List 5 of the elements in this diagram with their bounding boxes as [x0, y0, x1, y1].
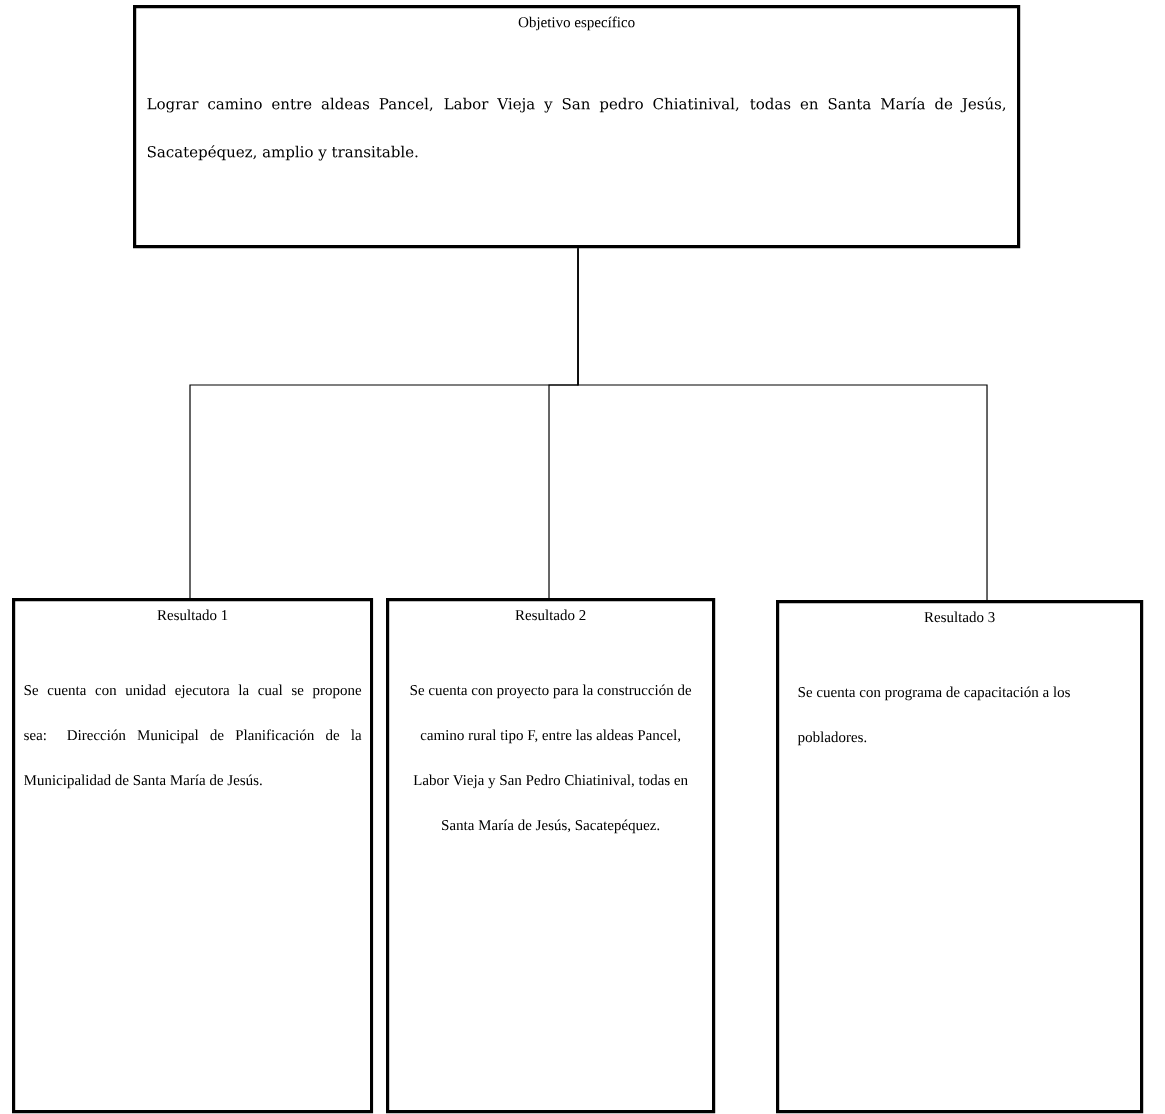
- result-box: Resultado 1 Se cuenta con unidad ejecutora la cual se propone sea: Dirección Municipal de Planificación de la Municipalidad de Santa María de Jesús.: [12, 598, 374, 1114]
- result-box: Resultado 3 Se cuenta con programa de capacitación a los pobladores.: [776, 600, 1144, 1114]
- connector-line: [577, 247, 988, 601]
- result-box: Resultado 2 Se cuenta con proyecto para la construcción de camino rural tipo F, entre las aldeas Pancel, Labor Vieja y San Pedro Chiatinival, todas en Santa María de Jesús, Sacatepéquez.: [386, 598, 716, 1114]
- objective-box: Objetivo específico Lograr camino entre aldeas Pancel, Labor Vieja y San pedro Chiatinival, todas en Santa María de Jesús, Sacatepéquez, amplio y transitable.: [133, 5, 1021, 249]
